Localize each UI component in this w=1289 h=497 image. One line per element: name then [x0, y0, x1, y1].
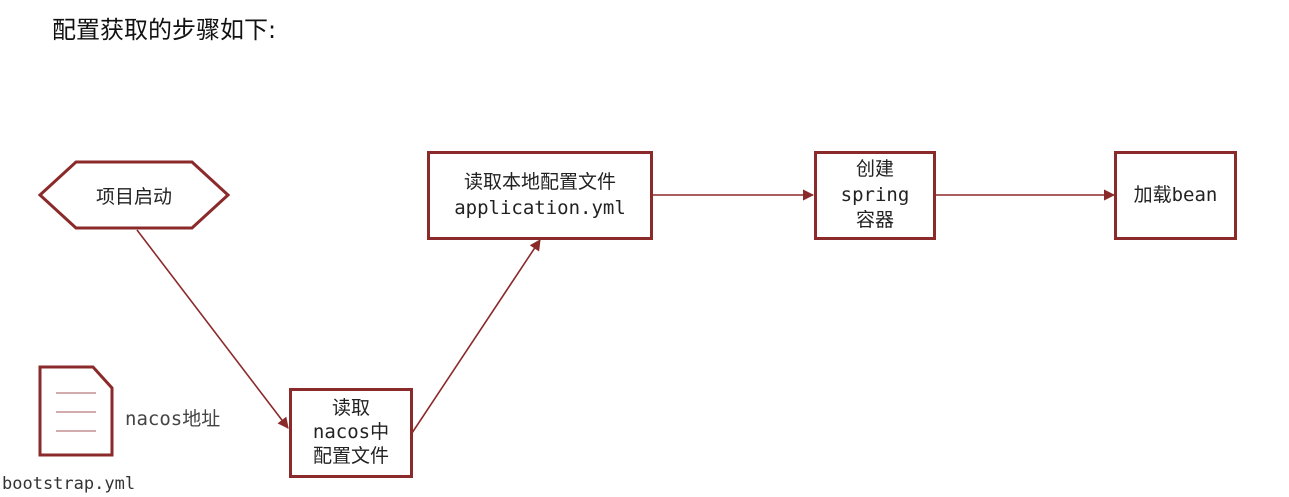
load-bean-label: 加载bean: [1133, 183, 1218, 206]
read-local-line1: 读取本地配置文件: [463, 170, 616, 193]
arrow-start-to-nacos: [136, 229, 289, 429]
nacos-address-note: nacos地址: [125, 408, 221, 430]
bootstrap-file-label: bootstrap.yml: [2, 474, 136, 494]
document-icon: [38, 365, 114, 457]
create-line1: 创建: [855, 158, 894, 181]
read-local-line2: application.yml: [454, 196, 626, 219]
start-hexagon[interactable]: [37, 160, 231, 230]
read-local-config-node[interactable]: 读取本地配置文件 application.yml: [427, 151, 653, 240]
start-node-label: 项目启动: [95, 185, 172, 208]
arrow-nacos-to-local: [411, 239, 541, 434]
read-nacos-config-node[interactable]: 读取 nacos中 配置文件: [289, 388, 413, 478]
create-line3: 容器: [855, 209, 894, 232]
read-nacos-line1: 读取: [331, 397, 370, 420]
page-title: 配置获取的步骤如下:: [52, 16, 277, 44]
create-line2: spring: [840, 183, 910, 206]
read-nacos-line3: 配置文件: [312, 444, 389, 467]
create-spring-container-node[interactable]: 创建 spring 容器: [814, 151, 936, 240]
load-bean-node[interactable]: 加载bean: [1114, 151, 1237, 240]
read-nacos-line2: nacos中: [312, 421, 390, 444]
